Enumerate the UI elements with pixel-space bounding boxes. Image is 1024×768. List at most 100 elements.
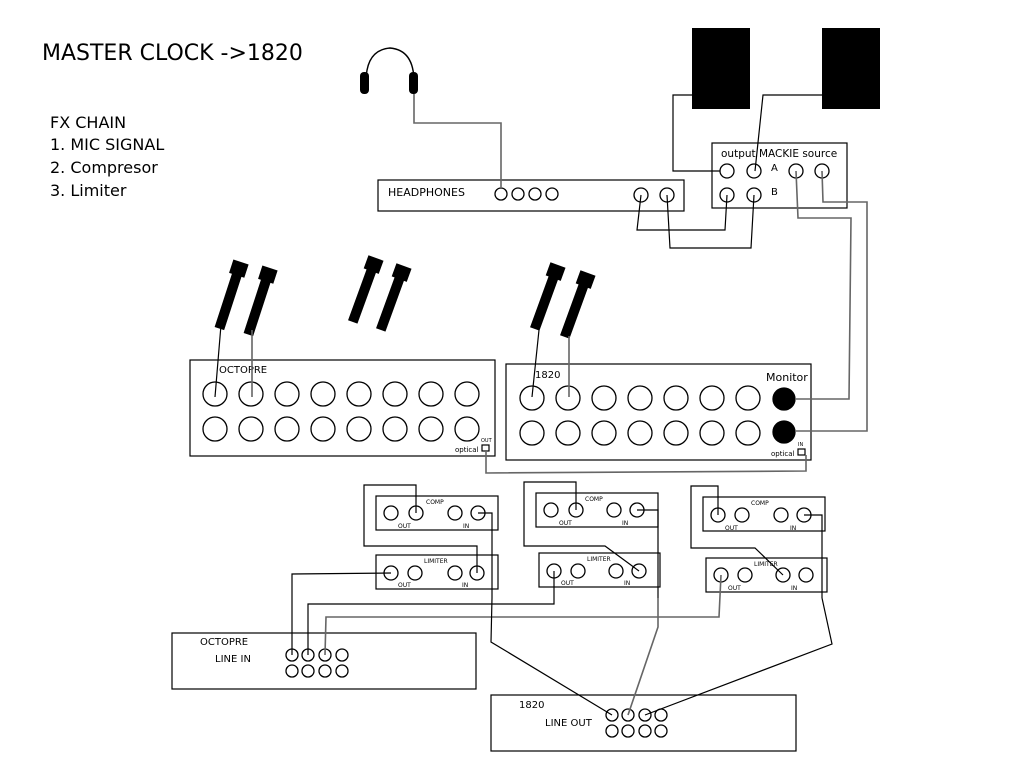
comp-in-jack[interactable] <box>447 505 463 521</box>
cable-mic-3 <box>531 329 540 398</box>
octopre-front-panel: OCTOPRE optical OUT <box>189 359 496 457</box>
comp-out-label: OUT <box>398 523 411 530</box>
limiter-unit-1: LIMITER OUT IN <box>375 554 499 590</box>
limiter-in-label: IN <box>624 580 630 587</box>
m1820-mic-input-jack[interactable] <box>699 385 725 411</box>
fx-chain-step-1: 1. MIC SIGNAL <box>50 135 164 154</box>
comp-in-jack[interactable] <box>773 507 789 523</box>
octopre-optical-out-port[interactable] <box>481 444 490 452</box>
mackie-output-a-left[interactable] <box>719 163 735 179</box>
m1820-mic-input-jack[interactable] <box>591 385 617 411</box>
octopre-mic-input-jack[interactable] <box>418 381 444 407</box>
octopre-line-in-jack[interactable] <box>335 648 349 662</box>
octopre-line-label: OCTOPRE <box>200 637 248 648</box>
m1820-line-out-jack[interactable] <box>621 724 635 738</box>
m1820-mic-input-jack[interactable] <box>735 385 761 411</box>
octopre-line-in-jack[interactable] <box>301 664 315 678</box>
limiter-in-jack[interactable] <box>447 565 463 581</box>
octopre-mic-input-jack[interactable] <box>382 416 408 442</box>
fx-chain-step-3: 3. Limiter <box>50 181 127 200</box>
octopre-line-in-jack[interactable] <box>318 664 332 678</box>
m1820-mic-input-jack[interactable] <box>663 385 689 411</box>
cable-lineout-1 <box>490 597 613 716</box>
m1820-front-panel: 1820 Monitor optical IN <box>505 363 812 461</box>
comp-out-jack[interactable] <box>734 507 750 523</box>
octopre-mic-input-jack[interactable] <box>202 416 228 442</box>
octopre-label: OCTOPRE <box>219 365 267 376</box>
octopre-mic-input-jack[interactable] <box>454 381 480 407</box>
mackie-row-b-label: B <box>771 187 778 198</box>
headphones-icon <box>360 47 418 94</box>
headphone-jack[interactable] <box>528 187 542 201</box>
octopre-mic-input-jack[interactable] <box>346 381 372 407</box>
headphone-jack[interactable] <box>545 187 559 201</box>
comp-out-jack[interactable] <box>383 505 399 521</box>
cable-speaker-left <box>672 94 720 172</box>
m1820-line-out-jack[interactable] <box>605 724 619 738</box>
microphone-icon <box>243 265 278 337</box>
cable-lineout-2 <box>627 598 659 716</box>
octopre-line-in-jack[interactable] <box>285 664 299 678</box>
headphone-jack[interactable] <box>511 187 525 201</box>
limiter-in-jack[interactable] <box>798 567 814 583</box>
headphones-amp-label: HEADPHONES <box>388 186 465 199</box>
limiter-unit-3: LIMITER OUT IN <box>705 557 828 593</box>
octopre-mic-input-jack[interactable] <box>454 416 480 442</box>
cable-comp2-in <box>637 509 659 598</box>
m1820-line-out-jack[interactable] <box>638 724 652 738</box>
mackie-label: output MACKIE source <box>721 148 837 160</box>
comp-in-label: IN <box>463 523 469 530</box>
octopre-mic-input-jack[interactable] <box>310 381 336 407</box>
comp-label: COMP <box>585 496 603 503</box>
m1820-monitor-out-right[interactable] <box>772 420 796 444</box>
m1820-line-out-jack[interactable] <box>654 724 668 738</box>
octopre-mic-input-jack[interactable] <box>310 416 336 442</box>
limiter-out-jack[interactable] <box>570 563 586 579</box>
octopre-optical-dir: OUT <box>481 438 493 444</box>
m1820-mic-input-jack[interactable] <box>627 385 653 411</box>
limiter-in-label: IN <box>462 582 468 589</box>
octopre-mic-input-jack[interactable] <box>238 416 264 442</box>
octopre-mic-input-jack[interactable] <box>382 381 408 407</box>
limiter-out-jack[interactable] <box>737 567 753 583</box>
comp-out-jack[interactable] <box>543 502 559 518</box>
octopre-mic-input-jack[interactable] <box>274 381 300 407</box>
m1820-mic-input-jack[interactable] <box>699 420 725 446</box>
microphone-icon <box>376 263 412 332</box>
m1820-mic-input-jack[interactable] <box>627 420 653 446</box>
headphone-jack[interactable] <box>494 187 508 201</box>
mackie-monitor-controller: output MACKIE source A B <box>711 142 848 209</box>
fx-chain-step-2: 2. Compresor <box>50 158 158 177</box>
cables <box>214 94 868 716</box>
cable-comp1-in <box>478 512 493 598</box>
cable-headphones <box>413 94 502 188</box>
octopre-mic-input-jack[interactable] <box>274 416 300 442</box>
octopre-mic-input-jack[interactable] <box>238 381 264 407</box>
m1820-optical-in-port[interactable] <box>797 448 806 456</box>
fx-chain-heading: FX CHAIN <box>50 113 126 132</box>
limiter-out-jack[interactable] <box>407 565 423 581</box>
mackie-output-a-right[interactable] <box>746 163 762 179</box>
speaker-left-icon <box>692 28 750 109</box>
comp-in-jack[interactable] <box>606 502 622 518</box>
m1820-mic-input-jack[interactable] <box>519 420 545 446</box>
m1820-mic-input-jack[interactable] <box>555 420 581 446</box>
m1820-mic-input-jack[interactable] <box>555 385 581 411</box>
limiter-in-label: IN <box>791 585 797 592</box>
cable-comp1-loop <box>363 484 478 573</box>
octopre-line-in-jack[interactable] <box>335 664 349 678</box>
cable-mackie-b-right <box>666 194 755 249</box>
m1820-mic-input-jack[interactable] <box>519 385 545 411</box>
microphone-icon <box>214 259 249 331</box>
comp-out-label: OUT <box>725 525 738 532</box>
octopre-mic-input-jack[interactable] <box>418 416 444 442</box>
m1820-monitor-out-left[interactable] <box>772 387 796 411</box>
limiter-in-jack[interactable] <box>608 563 624 579</box>
octopre-mic-input-jack[interactable] <box>346 416 372 442</box>
limiter-unit-2: LIMITER OUT IN <box>538 552 661 588</box>
m1820-mic-input-jack[interactable] <box>735 420 761 446</box>
m1820-mic-input-jack[interactable] <box>591 420 617 446</box>
m1820-line-label: 1820 <box>519 700 544 711</box>
m1820-mic-input-jack[interactable] <box>663 420 689 446</box>
limiter-out-label: OUT <box>561 580 574 587</box>
